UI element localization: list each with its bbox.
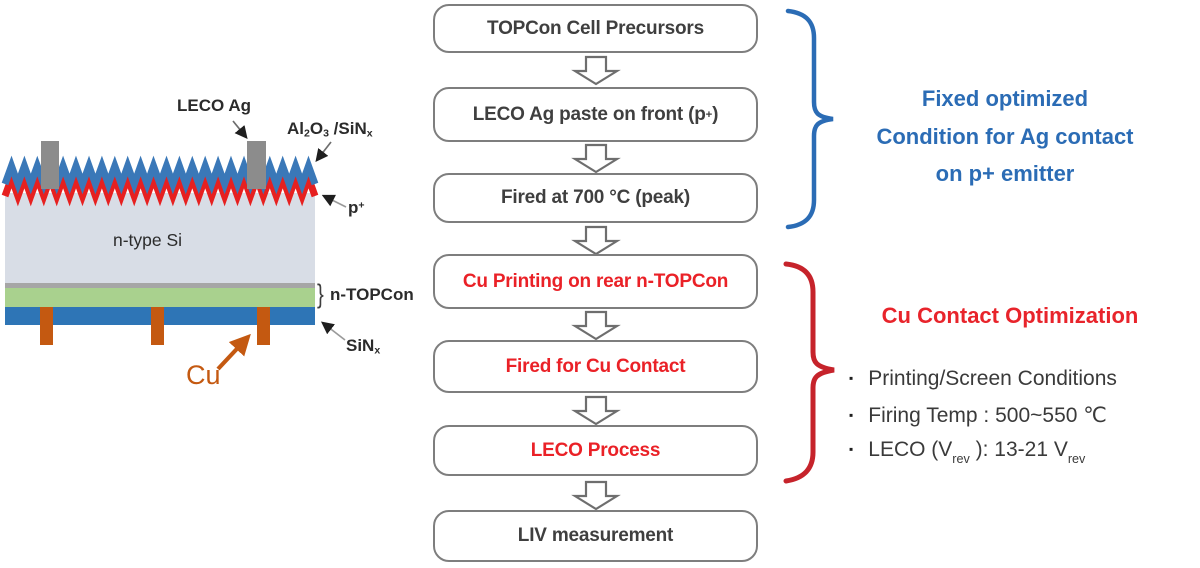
down-arrow-icon <box>571 480 621 511</box>
flow-box-liv-measurement: LIV measurement <box>433 510 758 562</box>
fixed-condition-note: Fixed optimized Condition for Ag contact… <box>840 80 1170 193</box>
leco-ag-label: LECO Ag <box>177 96 251 115</box>
flow-box-cu-printing: Cu Printing on rear n-TOPCon <box>433 254 758 309</box>
cu-finger <box>40 307 53 345</box>
n-type-si-label: n-type Si <box>113 230 183 250</box>
down-arrow-icon <box>571 143 621 174</box>
square-bullet-icon: ▪ <box>849 407 854 422</box>
blue-note-line: Fixed optimized <box>921 86 1089 111</box>
cu-finger <box>151 307 164 345</box>
ag-finger <box>41 141 59 189</box>
cu-finger <box>257 307 270 345</box>
bullet-item: ▪Firing Temp : 500~550 ℃ <box>849 403 1107 427</box>
square-bullet-icon: ▪ <box>849 371 854 385</box>
cu-arrow-icon <box>216 333 251 371</box>
cu-optimization-bullets: ▪Printing/Screen Conditions ▪Firing Temp… <box>849 367 1194 474</box>
down-arrow-icon <box>571 55 621 86</box>
flow-box-leco-ag-paste: LECO Ag paste on front (p+) <box>433 87 758 142</box>
cu-optimization-title: Cu Contact Optimization <box>881 303 1139 328</box>
square-bullet-icon: ▪ <box>849 442 854 456</box>
tunnel-oxide-layer <box>5 283 315 288</box>
p-plus-arrow-icon <box>321 194 347 208</box>
blue-note-line: Condition for Ag contact <box>876 123 1134 149</box>
n-topcon-brace-icon: } <box>317 279 324 309</box>
cu-label: Cu <box>186 360 221 390</box>
sinx-label: SiNx <box>346 336 381 357</box>
flow-box-fired-cu-contact: Fired for Cu Contact <box>433 340 758 393</box>
flow-box-leco-process: LECO Process <box>433 425 758 476</box>
n-topcon-label: n-TOPCon <box>330 285 414 304</box>
down-arrow-icon <box>571 225 621 256</box>
down-arrow-icon <box>571 395 621 426</box>
ag-finger <box>247 141 266 189</box>
sinx-arrow-icon <box>320 321 346 341</box>
alox-arrow-icon <box>315 141 332 163</box>
bullet-item: ▪LECO (Vrev ): 13-21 Vrev <box>849 438 1086 466</box>
flow-box-topcon-precursors: TOPCon Cell Precursors <box>433 4 758 53</box>
down-arrow-icon <box>571 310 621 341</box>
blue-note-line: on p+ emitter <box>935 161 1075 186</box>
alox-sinx-label: Al2O3 /SiNx <box>287 119 373 140</box>
blue-brace-icon <box>785 8 834 230</box>
red-brace-icon <box>783 261 835 484</box>
bullet-item: ▪Printing/Screen Conditions <box>849 367 1117 390</box>
leco-ag-arrow-icon <box>232 120 248 139</box>
sinx-layer <box>5 307 315 325</box>
p-plus-emitter-zigzag <box>1 167 319 207</box>
flow-box-fired-700: Fired at 700 °C (peak) <box>433 173 758 223</box>
alox-sinx-coating-zigzag <box>1 155 319 195</box>
p-plus-label: p+ <box>348 198 365 217</box>
n-topcon-layer <box>5 288 315 307</box>
